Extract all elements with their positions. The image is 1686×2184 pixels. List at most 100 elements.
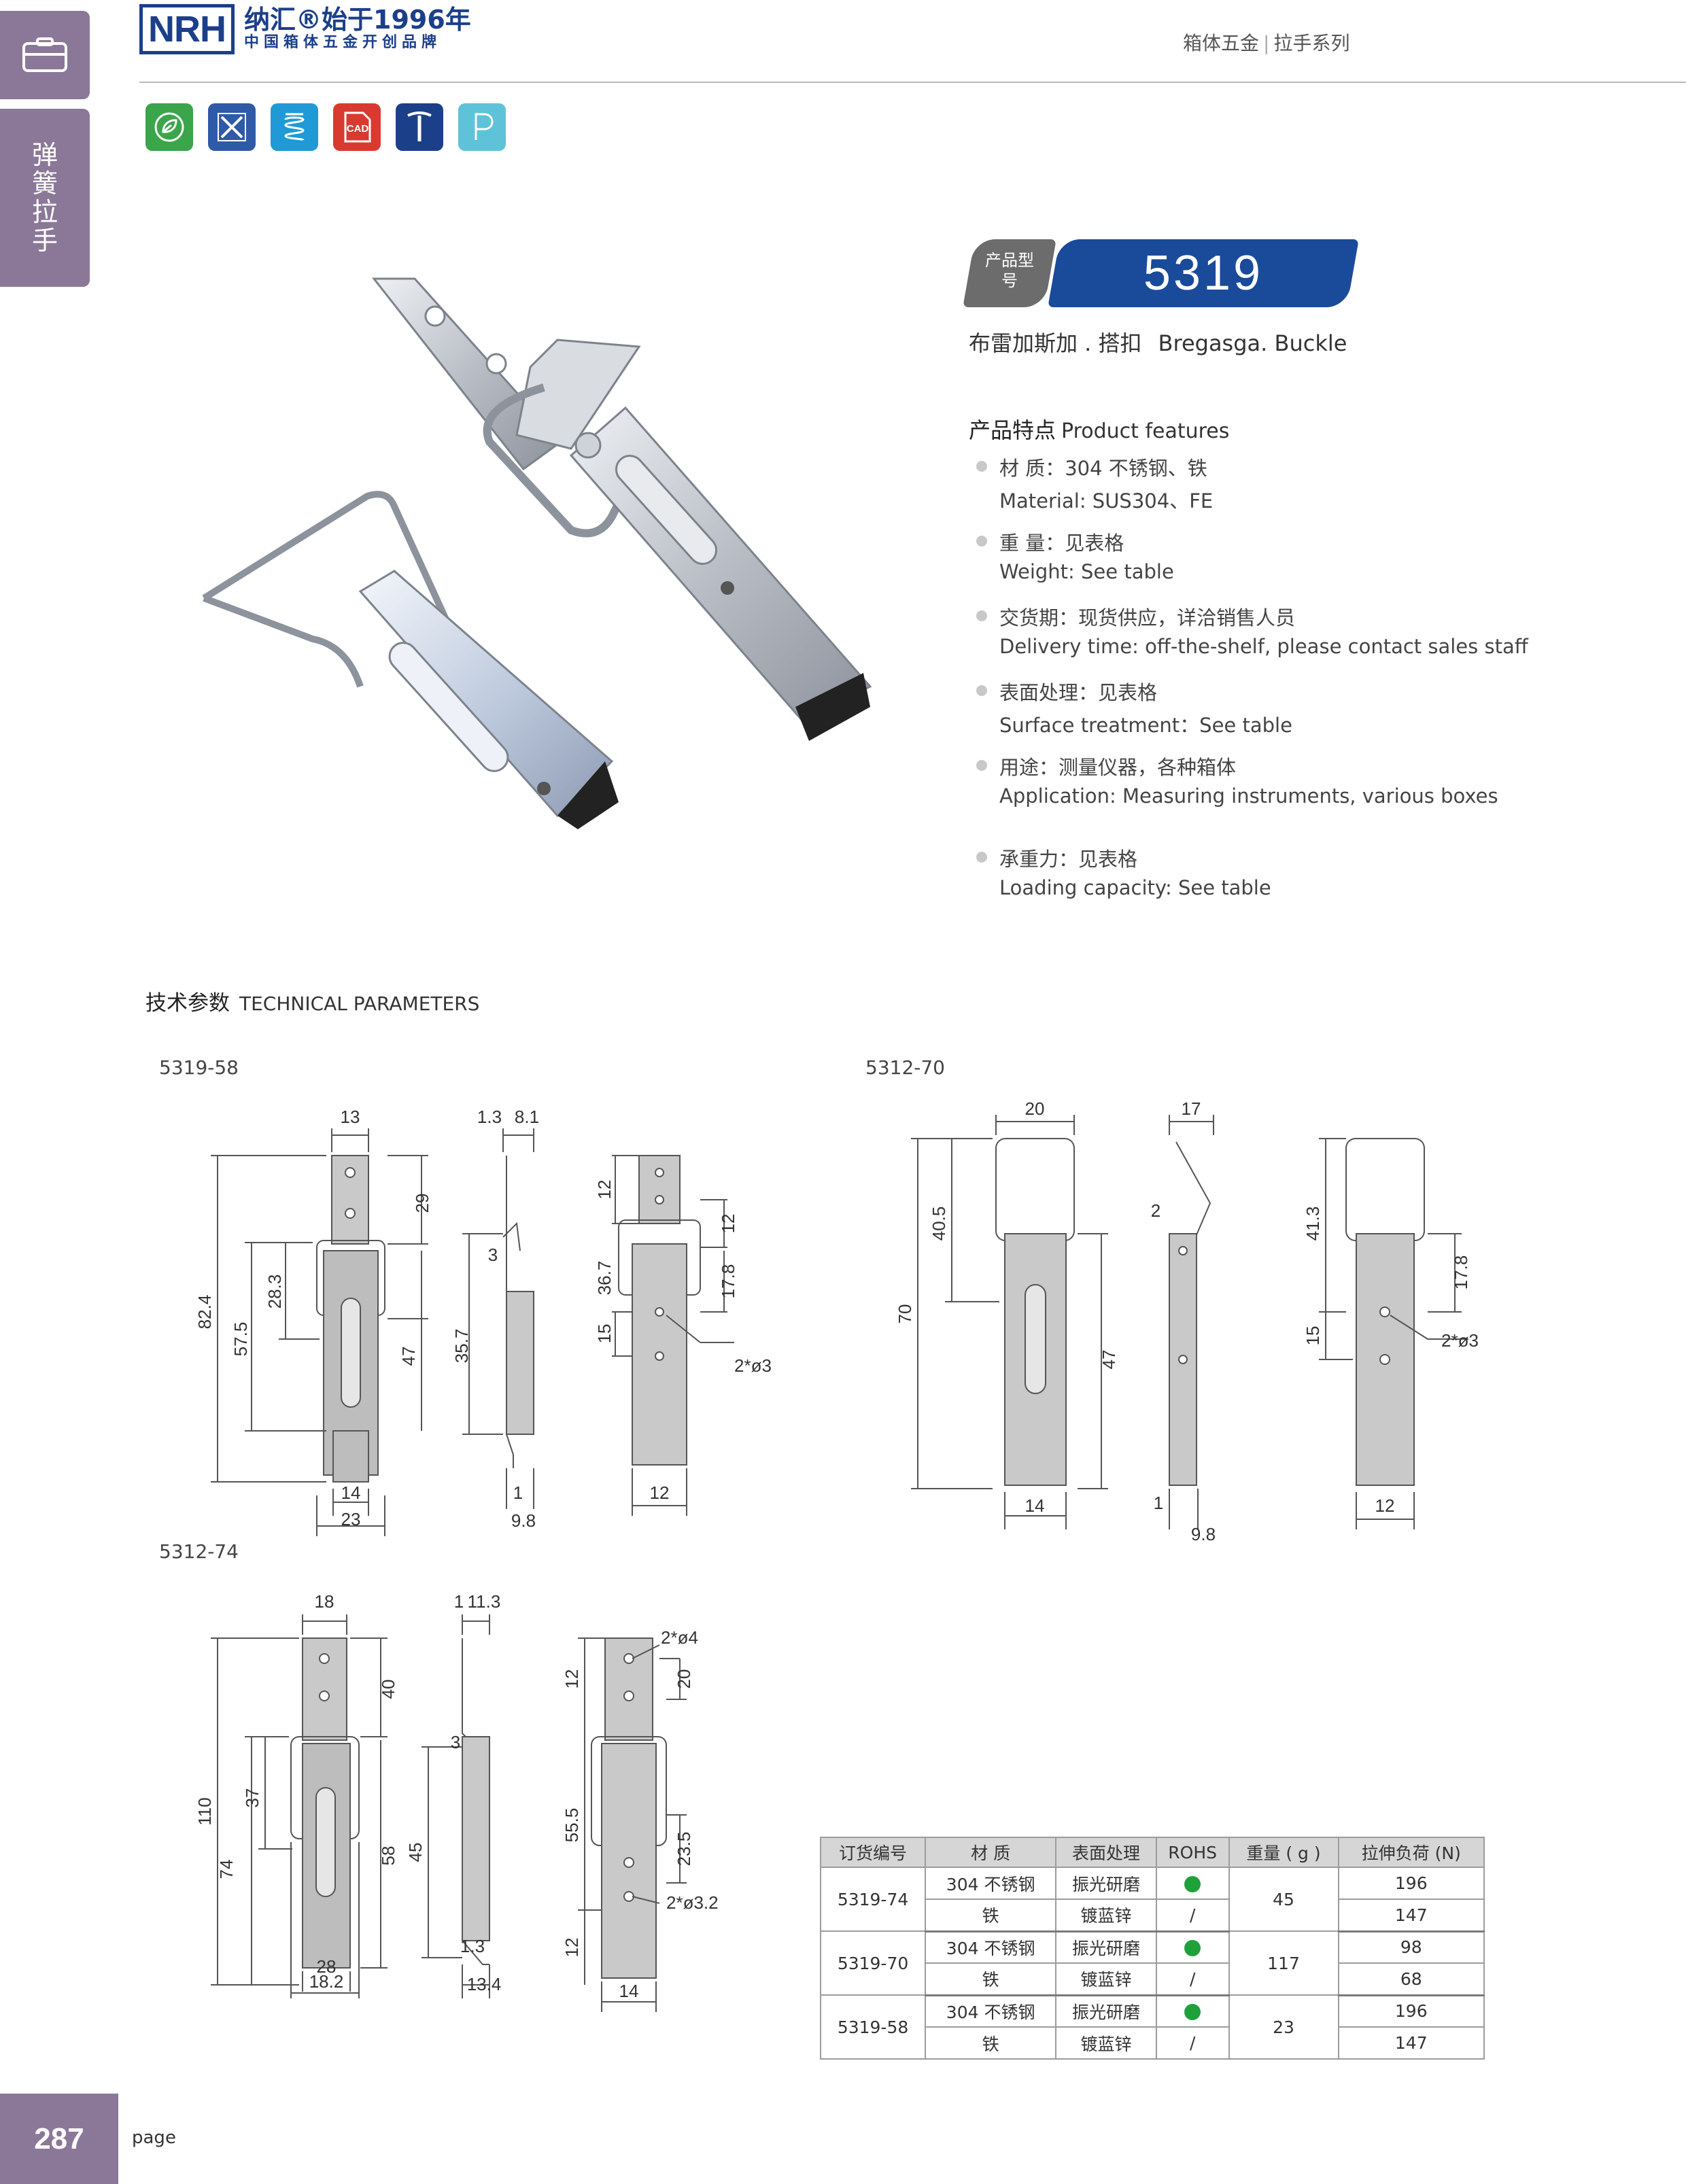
- cell-rohs: [1155, 1994, 1230, 2028]
- dim-label: 23: [341, 1509, 361, 1529]
- cell-load: 147: [1337, 1899, 1485, 1932]
- bullet-icon: [976, 536, 987, 547]
- col-header-load: 拉伸负荷 (N): [1337, 1837, 1485, 1868]
- dim-label: 3: [451, 1732, 460, 1752]
- bullet-icon: [976, 685, 987, 696]
- dim-label: 15: [594, 1324, 615, 1344]
- rohs-compliant-icon: [1184, 1876, 1201, 1892]
- features-title-zh: 产品特点: [969, 417, 1056, 443]
- model-label: 产品型号: [985, 251, 1034, 290]
- dim-label: 47: [398, 1347, 419, 1366]
- bullet-icon: [976, 852, 987, 863]
- latch-stainless-photo: [371, 277, 872, 741]
- dim-label: 18.2: [309, 1971, 344, 1992]
- dim-label: 17: [1182, 1098, 1201, 1119]
- feature-en: Loading capacity: See table: [999, 876, 1271, 899]
- dim-label: 82.4: [194, 1295, 215, 1330]
- dim-label: 13.4: [467, 1974, 502, 1994]
- dim-label: 12: [594, 1180, 615, 1200]
- cell-finish: 振光研磨: [1055, 1994, 1157, 2028]
- tech-title-en: TECHNICAL PARAMETERS: [239, 992, 480, 1015]
- feature-zh: 材 质：304 不锈钢、铁: [999, 457, 1207, 480]
- feature-zh: 表面处理：见表格: [999, 681, 1158, 704]
- feature-zh: 用途：测量仪器，各种箱体: [999, 756, 1237, 779]
- category-label: 弹簧拉手: [31, 140, 58, 256]
- latch-zinc-photo: [202, 491, 619, 829]
- design-tools-icon: [208, 103, 256, 151]
- cell-finish: 振光研磨: [1055, 1930, 1157, 1964]
- cad-file-icon: CAD: [333, 103, 381, 151]
- cell-code: 5319-70: [819, 1930, 927, 1996]
- dim-label: 40: [378, 1680, 398, 1699]
- cell-finish: 振光研磨: [1055, 1867, 1157, 1900]
- dim-label: 14: [341, 1483, 361, 1503]
- dim-label: 3: [488, 1245, 498, 1265]
- product-illustration: [202, 277, 872, 829]
- breadcrumb-section[interactable]: 箱体五金: [1183, 32, 1260, 54]
- dim-label: 29: [412, 1194, 432, 1213]
- dim-label: 12: [562, 1938, 582, 1958]
- suitcase-icon: [22, 37, 67, 72]
- drawing-label-70: 5312-70: [865, 1056, 945, 1079]
- dim-label: 58: [378, 1846, 398, 1866]
- breadcrumb-subsection[interactable]: 拉手系列: [1273, 32, 1350, 54]
- dim-label: 12: [562, 1669, 582, 1689]
- dim-label: 14: [1025, 1495, 1045, 1516]
- dim-label: 23.5: [674, 1832, 694, 1867]
- dim-label: 1: [513, 1483, 523, 1503]
- cell-rohs: [1155, 1867, 1230, 1900]
- col-header-code: 订货编号: [819, 1837, 927, 1868]
- dim-label: 20: [1025, 1098, 1045, 1119]
- col-header-rohs: ROHS: [1155, 1837, 1230, 1868]
- dim-label: 9.8: [1191, 1524, 1216, 1544]
- page-number: 287: [34, 2121, 84, 2155]
- feature-en: Surface treatment：See table: [999, 714, 1292, 737]
- header-divider: [139, 82, 1686, 83]
- eco-leaf-icon: [145, 103, 193, 151]
- col-header-finish: 表面处理: [1055, 1837, 1157, 1868]
- features-title-en: Product features: [1061, 419, 1230, 443]
- spec-table: 订货编号 材 质 表面处理 ROHS 重量 ( g ) 拉伸负荷 (N) 531…: [819, 1837, 1485, 2060]
- dim-label: 2*ø4: [661, 1627, 698, 1648]
- dim-label: 57.5: [230, 1322, 251, 1357]
- cell-code: 5319-74: [819, 1867, 927, 1932]
- table-row: 5319-58 304 不锈钢 振光研磨 23 196: [819, 1994, 1485, 2060]
- drawing-label-58: 5319-58: [159, 1056, 239, 1079]
- logo-tagline: 纳汇®始于1996年: [244, 5, 471, 35]
- tech-title-zh: 技术参数: [145, 991, 230, 1016]
- dim-label: 36.7: [594, 1261, 615, 1296]
- model-number: 5319: [1143, 246, 1264, 300]
- spring-icon: [271, 103, 318, 151]
- feature-en: Delivery time: off-the-shelf, please con…: [999, 635, 1528, 658]
- cell-material: 铁: [925, 2026, 1057, 2060]
- feature-en: Application: Measuring instruments, vari…: [999, 784, 1498, 808]
- cell-code: 5319-58: [819, 1994, 927, 2060]
- category-icon-tab[interactable]: [0, 11, 90, 99]
- cell-material: 304 不锈钢: [925, 1867, 1057, 1900]
- dim-label: 1: [454, 1591, 464, 1612]
- cell-load: 196: [1337, 1994, 1485, 2028]
- table-row: 铁 镀蓝锌 / 147: [821, 2026, 1485, 2060]
- category-tab[interactable]: 弹簧拉手: [0, 109, 90, 287]
- bullet-icon: [976, 760, 987, 771]
- table-row: 铁 镀蓝锌 / 68: [821, 1962, 1485, 1996]
- dim-label: 2*ø3.2: [666, 1892, 719, 1913]
- cell-finish: 镀蓝锌: [1055, 1899, 1157, 1932]
- dim-label: 110: [194, 1797, 215, 1825]
- table-row: 5319-70 304 不锈钢 振光研磨 117 98: [819, 1930, 1485, 1996]
- dim-label: 41.3: [1303, 1207, 1323, 1241]
- dim-label: 14: [619, 1981, 639, 2001]
- bullet-icon: [976, 610, 987, 621]
- dim-label: 2*ø3: [734, 1355, 772, 1376]
- dim-label: 70: [895, 1304, 915, 1324]
- feature-en: Material: SUS304、FE: [999, 489, 1214, 513]
- drawing-5319-58: 13 29 82.4 57.5 28.3 47 14 23 1.3 8.1 3 …: [194, 1107, 772, 1536]
- table-row: 5319-74 304 不锈钢 振光研磨 45 196: [819, 1867, 1485, 1932]
- cell-rohs: /: [1155, 1962, 1230, 1996]
- cell-rohs: /: [1155, 2026, 1230, 2060]
- table-header-row: 订货编号 材 质 表面处理 ROHS 重量 ( g ) 拉伸负荷 (N): [819, 1837, 1485, 1868]
- cell-material: 铁: [925, 1899, 1057, 1932]
- svg-text:CAD: CAD: [347, 123, 369, 135]
- dim-label: 12: [718, 1214, 738, 1234]
